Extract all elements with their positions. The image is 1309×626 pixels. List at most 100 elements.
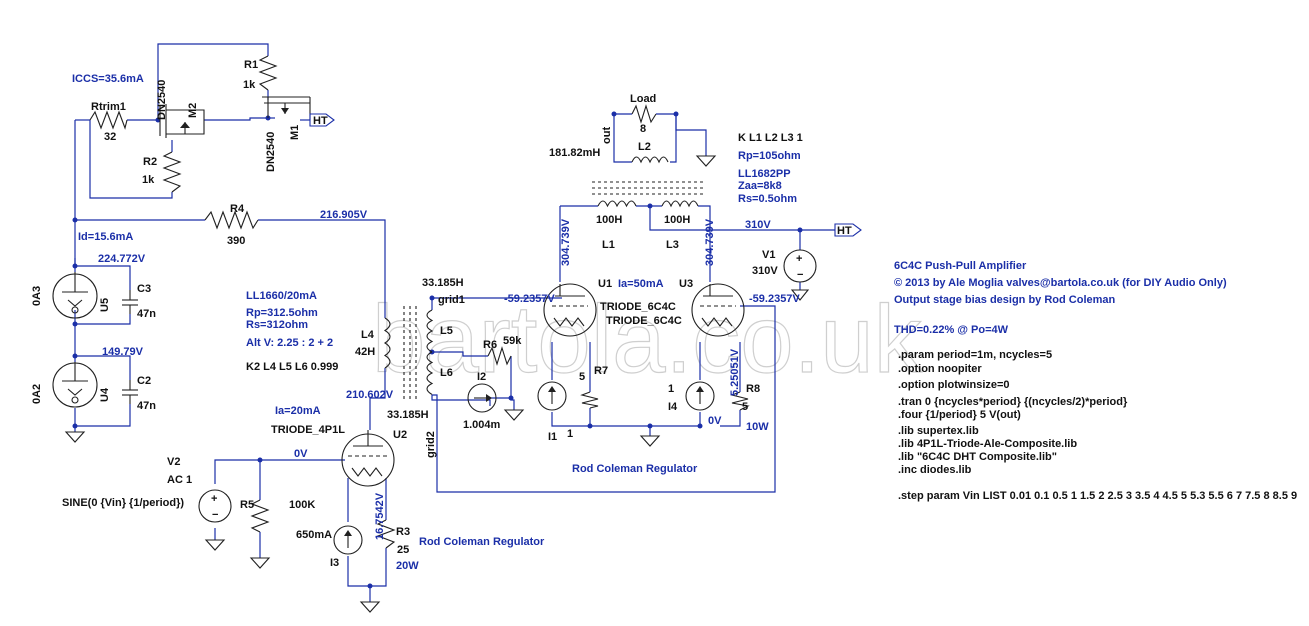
out-net-label: out bbox=[601, 127, 613, 144]
r3-value: 25 bbox=[397, 544, 409, 556]
rs-312: Rs=312ohm bbox=[246, 319, 308, 331]
node-224: 224.772V bbox=[98, 253, 146, 265]
r4-label: R4 bbox=[230, 203, 245, 215]
0a2-tube bbox=[52, 362, 98, 408]
iccs-label: ICCS=35.6mA bbox=[72, 73, 144, 85]
c2-label: C2 bbox=[137, 375, 151, 387]
node-0v-right: 0V bbox=[708, 415, 722, 427]
v2-voltage-source: + − bbox=[198, 489, 232, 523]
m1-label: M1 bbox=[289, 125, 301, 140]
k2-label: K2 L4 L5 L6 0.999 bbox=[246, 361, 338, 373]
ll1660-label: LL1660/20mA bbox=[246, 290, 317, 302]
l2-coil bbox=[631, 156, 669, 164]
rp-312: Rp=312.5ohm bbox=[246, 307, 318, 319]
node-0v: 0V bbox=[294, 448, 308, 460]
svg-text:+: + bbox=[211, 493, 217, 505]
i4-current-source bbox=[685, 381, 715, 411]
load-resistor bbox=[631, 104, 657, 124]
ht-port-top bbox=[309, 113, 335, 127]
r1-resistor bbox=[258, 55, 278, 91]
c2-value: 47n bbox=[137, 400, 156, 412]
rs-05: Rs=0.5ohm bbox=[738, 193, 797, 205]
l6-label: L6 bbox=[440, 367, 453, 379]
directive-5: .four {1/period} 5 V(out) bbox=[898, 409, 1021, 421]
m2-part-label: DN2540 bbox=[156, 80, 168, 120]
node-310: 310V bbox=[745, 219, 771, 231]
l5-coil bbox=[426, 309, 434, 353]
c3-label: C3 bbox=[137, 283, 151, 295]
triode-6c4c-b: TRIODE_6C4C bbox=[606, 315, 682, 327]
triode-4p1l: TRIODE_4P1L bbox=[271, 424, 345, 436]
u3-label: U3 bbox=[679, 278, 693, 290]
i4-label: I4 bbox=[668, 401, 678, 413]
note-thd: THD=0.22% @ Po=4W bbox=[894, 324, 1009, 336]
i3-current-source bbox=[333, 525, 363, 555]
l4-value: 42H bbox=[355, 346, 375, 358]
w10-label: 10W bbox=[746, 421, 769, 433]
rp-105: Rp=105ohm bbox=[738, 150, 801, 162]
l2-value: 181.82mH bbox=[549, 147, 600, 159]
node-59-right: -59.2357V bbox=[749, 293, 800, 305]
grid2-label: grid2 bbox=[425, 431, 437, 458]
k-l1-l2-l3: K L1 L2 L3 1 bbox=[738, 132, 803, 144]
r2-label: R2 bbox=[143, 156, 157, 168]
i3-value: 650mA bbox=[296, 529, 332, 541]
watermark: bartola.co.uk bbox=[372, 286, 923, 393]
i1-unit: 1 bbox=[567, 428, 573, 440]
rcr-output: Rod Coleman Regulator bbox=[572, 463, 698, 475]
0a3-tube bbox=[52, 272, 98, 319]
node-304-left: 304.739V bbox=[560, 218, 572, 266]
rcr-driver: Rod Coleman Regulator bbox=[419, 536, 545, 548]
l6-coil bbox=[426, 351, 434, 395]
l3-coil bbox=[661, 200, 699, 208]
u1-label: U1 bbox=[598, 278, 612, 290]
svg-text:−: − bbox=[212, 509, 218, 521]
u2-triode bbox=[341, 430, 395, 487]
c3-capacitor bbox=[122, 290, 138, 314]
directive-7: .lib 4P1L-Triode-Ale-Composite.lib bbox=[898, 438, 1077, 450]
i1-label: I1 bbox=[548, 431, 557, 443]
u5-label: U5 bbox=[99, 298, 111, 312]
rtrim1-value: 32 bbox=[104, 131, 116, 143]
sine-label: SINE(0 {Vin} {1/period}) bbox=[62, 497, 184, 509]
u2-label: U2 bbox=[393, 429, 407, 441]
r7-label: R7 bbox=[594, 365, 608, 377]
load-label: Load bbox=[630, 93, 656, 105]
w20-label: 20W bbox=[396, 560, 419, 572]
r1-value: 1k bbox=[243, 79, 256, 91]
directive-3: .option plotwinsize=0 bbox=[898, 379, 1010, 391]
ot-core bbox=[592, 181, 706, 195]
node-5250: 5.25051V bbox=[729, 348, 741, 396]
r6-value: 59k bbox=[503, 335, 522, 347]
directive-4: .tran 0 {ncycles*period} {(ncycles/2)*pe… bbox=[898, 396, 1128, 408]
node-167: 16.7542V bbox=[374, 492, 386, 540]
r3-label: R3 bbox=[396, 526, 410, 538]
r5-value: 100K bbox=[289, 499, 315, 511]
m2-mosfet bbox=[159, 104, 205, 138]
ht-top-label: HT bbox=[313, 115, 328, 127]
r4-resistor bbox=[204, 210, 259, 230]
v1-value: 310V bbox=[752, 265, 778, 277]
grid1-label: grid1 bbox=[438, 294, 465, 306]
l3-value: 100H bbox=[664, 214, 690, 226]
node-210: 210.602V bbox=[346, 389, 394, 401]
it-core bbox=[403, 306, 417, 400]
zaa: Zaa=8k8 bbox=[738, 180, 782, 192]
r5-label: R5 bbox=[240, 499, 254, 511]
m2-label: M2 bbox=[187, 103, 199, 118]
r5-resistor bbox=[250, 499, 270, 533]
svg-text:−: − bbox=[797, 269, 803, 281]
r8-label: R8 bbox=[746, 383, 760, 395]
c3-value: 47n bbox=[137, 308, 156, 320]
load-value: 8 bbox=[640, 123, 646, 135]
i2-current-source bbox=[467, 383, 497, 413]
r2-value: 1k bbox=[142, 174, 155, 186]
ll1682pp: LL1682PP bbox=[738, 168, 791, 180]
0a3-label: 0A3 bbox=[31, 286, 43, 306]
u4-label: U4 bbox=[99, 387, 111, 402]
svg-text:+: + bbox=[796, 253, 802, 265]
rtrim1-label: Rtrim1 bbox=[91, 101, 126, 113]
directive-1: .param period=1m, ncycles=5 bbox=[898, 349, 1052, 361]
l5-label: L5 bbox=[440, 325, 453, 337]
l2-label: L2 bbox=[638, 141, 651, 153]
